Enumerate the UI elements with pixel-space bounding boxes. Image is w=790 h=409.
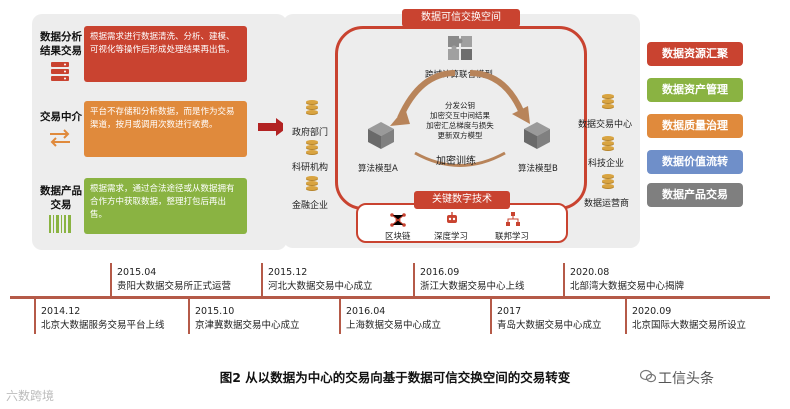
database-coins-icon [306, 176, 318, 190]
barcode-icon [49, 215, 71, 233]
key-tech-blockchain: 区块链 [385, 232, 411, 242]
robot-icon [447, 212, 457, 223]
mode-title-analysis: 数据分析 结果交易 [40, 31, 82, 57]
tag-resource-aggregation: 数据资源汇聚 [647, 42, 743, 66]
network-icon [506, 212, 520, 226]
server-icon [51, 62, 69, 81]
wechat-icon [640, 369, 656, 383]
key-tech-title: 关键数字技术 [414, 191, 510, 209]
database-coins-icon [602, 94, 614, 108]
timeline-tick [563, 263, 565, 297]
figure-caption: 图2 从以数据为中心的交易向基于数据可信交换空间的交易转变 [219, 370, 571, 385]
timeline-tick [188, 298, 190, 334]
mode-desc-product: 根据需求，通过合法途径或从数据拥有合作方中获取数据，整理打包后再出售。 [84, 178, 247, 234]
tag-product-trade: 数据产品交易 [647, 183, 743, 207]
timeline-tick [339, 298, 341, 334]
mode-title-intermediary: 交易中介 [40, 111, 82, 123]
cube-icon [524, 122, 550, 149]
timeline-tick [34, 298, 36, 334]
timeline-tick [413, 263, 415, 297]
tag-quality-governance: 数据质量治理 [647, 114, 743, 138]
database-coins-icon [306, 100, 318, 114]
entity-research: 科研机构 [292, 163, 329, 173]
hub-label: 跨域计算联合模型 [425, 70, 494, 80]
key-tech-federated: 联邦学习 [495, 232, 530, 242]
tag-value-flow: 数据价值流转 [647, 150, 743, 174]
cube-icon [368, 122, 394, 149]
training-flow-arrows [390, 70, 530, 167]
mode-title-product: 数据产品 交易 [40, 185, 82, 211]
process-step: 分发公钥 [445, 101, 475, 110]
model-b-label: 算法模型B [518, 164, 558, 174]
timeline-tick [490, 298, 492, 334]
encrypted-training-label: 加密训练 [436, 156, 476, 167]
database-coins-icon [602, 174, 614, 188]
process-step: 加密汇总梯度与损失 [426, 121, 494, 130]
process-step: 加密交互中间结果 [430, 111, 490, 120]
entity-operator: 数据运营商 [584, 199, 630, 209]
puzzle-icon [448, 36, 472, 60]
trusted-space-title: 数据可信交换空间 [402, 9, 520, 27]
entity-tech: 科技企业 [588, 159, 625, 169]
timeline-tick [625, 298, 627, 334]
process-step: 更新双方模型 [437, 131, 483, 140]
exchange-arrows-icon [50, 129, 70, 147]
entity-exchange-center: 数据交易中心 [578, 120, 633, 130]
watermark-right: 工信头条 [658, 371, 714, 387]
flow-arrow-icon [258, 118, 288, 136]
database-coins-icon [306, 140, 318, 154]
process-steps: 分发公钥 加密交互中间结果 加密汇总梯度与损失 更新双方模型 [410, 101, 510, 141]
entity-finance: 金融企业 [292, 201, 329, 211]
key-tech-deep-learning: 深度学习 [434, 232, 469, 242]
database-coins-icon [602, 136, 614, 150]
timeline-tick [110, 263, 112, 297]
timeline-tick [261, 263, 263, 297]
watermark-left: 六数跨境 [6, 389, 55, 403]
model-a-label: 算法模型A [358, 164, 398, 174]
key-tech-box [356, 203, 568, 243]
mode-desc-intermediary: 平台不存储和分析数据，而是作为交易渠道，按月或调用次数进行收费。 [84, 101, 247, 157]
entity-gov: 政府部门 [292, 128, 329, 138]
timeline-axis [10, 296, 770, 299]
tag-asset-management: 数据资产管理 [647, 78, 743, 102]
mode-desc-analysis: 根据需求进行数据清洗、分析、建模、可视化等操作后形成处理结果再出售。 [84, 26, 247, 82]
blockchain-icon [390, 213, 406, 227]
